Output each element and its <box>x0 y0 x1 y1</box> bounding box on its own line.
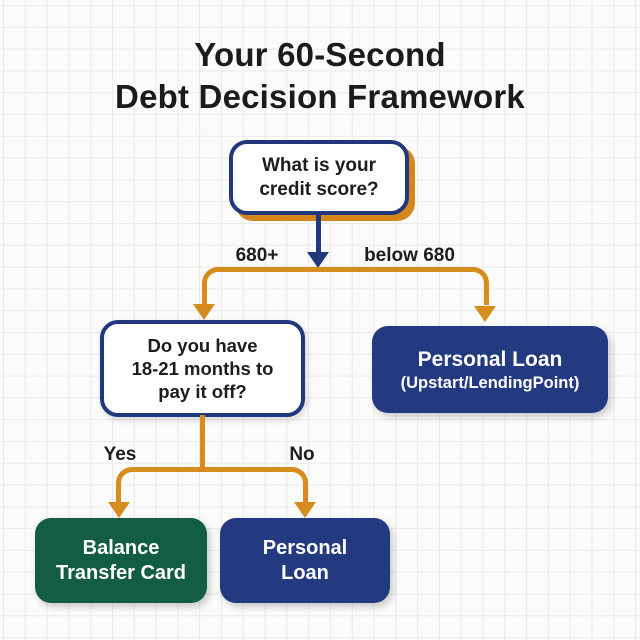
node-text-line: 18-21 months to <box>131 357 274 379</box>
label-680-plus: 680+ <box>235 245 279 266</box>
node-text-line: What is your <box>261 154 376 176</box>
arrow-down-yes-icon <box>108 502 130 518</box>
node-credit-score-question: What is your credit score? <box>229 140 409 215</box>
arrow-down-no-icon <box>294 502 316 518</box>
node-text-line: credit score? <box>259 178 379 200</box>
node-payoff-question: Do you have 18-21 months to pay it off? <box>100 320 305 417</box>
page-title-line-1: Your 60-Second <box>194 36 446 73</box>
node-personal-loan-upstart: Personal Loan (Upstart/LendingPoint) <box>372 326 608 413</box>
node-text-line: Do you have <box>147 334 258 356</box>
arrow-down-blue-icon <box>307 252 329 268</box>
branch-payoff <box>116 467 308 502</box>
node-balance-transfer-card: Balance Transfer Card <box>35 518 207 603</box>
branch-credit-score <box>202 267 489 305</box>
node-text-line: (Upstart/LendingPoint) <box>400 373 580 392</box>
node-text-line: Personal Loan <box>417 347 563 371</box>
page-title: Your 60-Second Debt Decision Framework <box>0 34 640 117</box>
node-text-line: Balance <box>82 536 160 559</box>
connector-root-down <box>316 213 321 256</box>
node-text-line: Personal <box>262 536 348 559</box>
label-yes: Yes <box>103 444 137 465</box>
connector-payoff-down <box>200 415 205 469</box>
page-title-line-2: Debt Decision Framework <box>115 77 525 115</box>
node-text-line: Transfer Card <box>55 561 187 584</box>
node-text-line: Loan <box>281 561 329 584</box>
label-below-680: below 680 <box>364 245 455 266</box>
arrow-down-below680-icon <box>474 306 496 322</box>
node-personal-loan: Personal Loan <box>220 518 390 603</box>
label-no: No <box>289 444 315 465</box>
node-text-line: pay it off? <box>158 381 247 403</box>
arrow-down-680plus-icon <box>193 304 215 320</box>
